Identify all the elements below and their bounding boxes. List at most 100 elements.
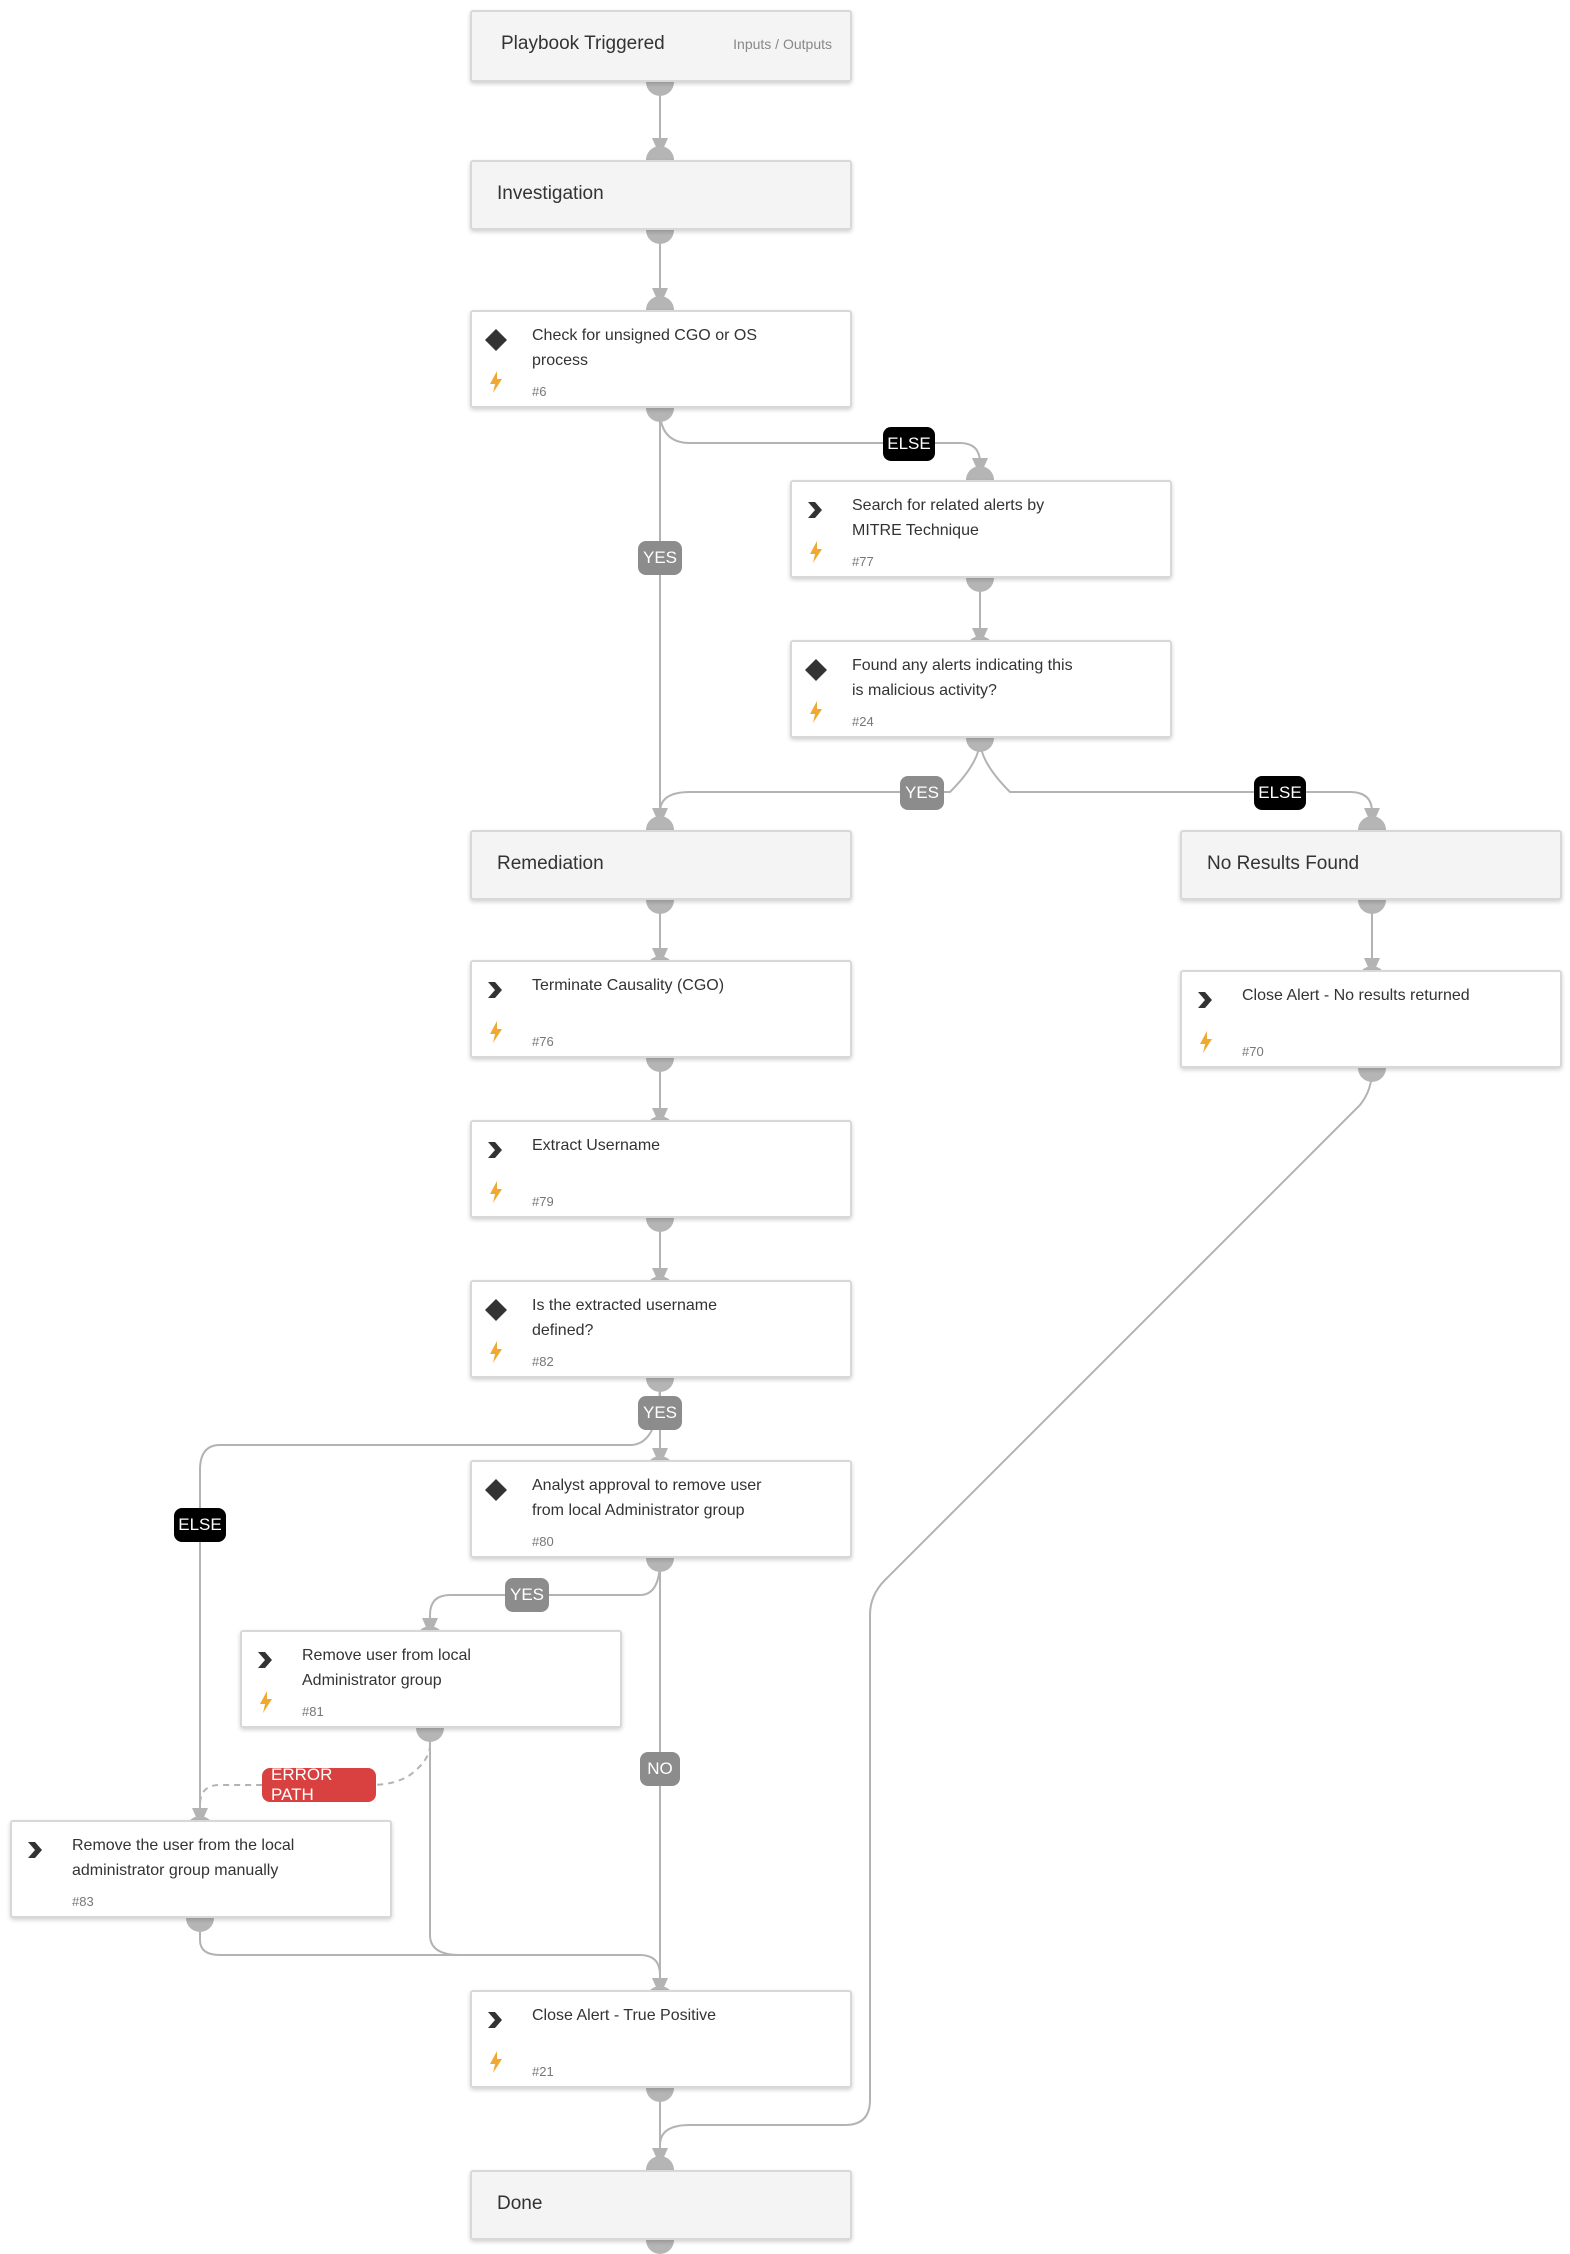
node-title-line-1: Search for related alerts by — [852, 497, 1045, 514]
node-title: Playbook Triggered — [501, 33, 665, 54]
task-number: #21 — [532, 2064, 554, 2079]
task-number: #70 — [1242, 1044, 1264, 1059]
task-number: #83 — [72, 1894, 94, 1909]
lightning-icon — [484, 2050, 508, 2074]
lightning-icon — [804, 540, 828, 564]
edge-label-yes[interactable]: YES — [505, 1578, 549, 1612]
node-title-line-1: Terminate Causality (CGO) — [532, 977, 725, 994]
port-n77-in — [966, 466, 994, 480]
lightning-icon — [804, 700, 828, 724]
port-n76-out — [646, 1058, 674, 1072]
node-found-malicious-alerts[interactable]: Found any alerts indicating this is mali… — [790, 640, 1172, 738]
node-remediation[interactable]: Remediation — [470, 830, 852, 900]
lightning-icon — [484, 1020, 508, 1044]
node-title-line-1: Close Alert - No results returned — [1242, 987, 1470, 1004]
chevron-right-icon — [1194, 988, 1218, 1012]
node-terminate-causality[interactable]: Terminate Causality (CGO) #76 — [470, 960, 852, 1058]
wire-n70-done — [659, 1069, 1373, 2146]
edge-label-yes[interactable]: YES — [638, 541, 682, 575]
edge-label-else[interactable]: ELSE — [883, 427, 935, 461]
node-title-line-1: Found any alerts indicating this — [852, 657, 1073, 674]
lightning-icon — [484, 370, 508, 394]
node-title-line-2: process — [532, 352, 589, 369]
node-investigation[interactable]: Investigation — [470, 160, 852, 230]
wire-n80-n81-yes — [422, 1559, 661, 1636]
node-remove-user-manually[interactable]: Remove the user from the local administr… — [10, 1820, 392, 1918]
task-number: #76 — [532, 1034, 554, 1049]
node-check-unsigned-process[interactable]: Check for unsigned CGO or OS process #6 — [470, 310, 852, 408]
port-n24-out — [966, 738, 994, 752]
node-title-line-2: is malicious activity? — [852, 682, 997, 699]
task-number: #79 — [532, 1194, 554, 1209]
lightning-icon — [254, 1690, 278, 1714]
node-no-results-found[interactable]: No Results Found — [1180, 830, 1562, 900]
port-n21-out — [646, 2088, 674, 2102]
node-remove-user-from-admin-group[interactable]: Remove user from local Administrator gro… — [240, 1630, 622, 1728]
port-noresults-in — [1358, 816, 1386, 830]
node-title-line-2: defined? — [532, 1322, 594, 1339]
lightning-icon — [484, 1340, 508, 1364]
node-title-line-1: Remove user from local — [302, 1647, 471, 1664]
edge-label-error-path[interactable]: ERROR PATH — [262, 1765, 376, 1804]
port-start-out — [646, 82, 674, 96]
wire-n81-n83-error — [199, 1744, 431, 1812]
task-number: #80 — [532, 1534, 554, 1549]
inputs-outputs-link[interactable]: Inputs / Outputs — [733, 36, 832, 52]
chevron-right-icon — [484, 978, 508, 1002]
wire-n24-remediation-yes — [659, 739, 981, 813]
task-number: #81 — [302, 1704, 324, 1719]
node-title-line-2: Administrator group — [302, 1672, 442, 1689]
node-analyst-approval[interactable]: Analyst approval to remove user from loc… — [470, 1460, 852, 1558]
node-title: Done — [497, 2193, 543, 2214]
edge-label-yes[interactable]: YES — [638, 1396, 682, 1430]
node-title-line-1: Check for unsigned CGO or OS — [532, 327, 757, 344]
port-n82-out — [646, 1378, 674, 1392]
edge-label-yes[interactable]: YES — [900, 776, 944, 810]
node-search-related-alerts[interactable]: Search for related alerts by MITRE Techn… — [790, 480, 1172, 578]
edge-label-else[interactable]: ELSE — [1254, 776, 1306, 810]
edge-label-no[interactable]: NO — [640, 1752, 680, 1786]
node-title: No Results Found — [1207, 853, 1360, 874]
node-title-line-2: from local Administrator group — [532, 1502, 745, 1519]
task-number: #6 — [532, 384, 547, 399]
edge-label-else[interactable]: ELSE — [174, 1508, 226, 1542]
port-remediation-out — [646, 900, 674, 914]
task-number: #77 — [852, 554, 874, 569]
task-number: #24 — [852, 714, 874, 729]
port-n6-in — [646, 296, 674, 310]
chevron-right-icon — [484, 2008, 508, 2032]
port-remediation-in — [646, 816, 674, 830]
node-title-line-2: administrator group manually — [72, 1862, 279, 1879]
node-username-defined[interactable]: Is the extracted username defined? #82 — [470, 1280, 852, 1378]
wire-n81-n21 — [429, 1730, 661, 1976]
task-number: #82 — [532, 1354, 554, 1369]
node-title-line-1: Remove the user from the local — [72, 1837, 295, 1854]
node-close-alert-no-results[interactable]: Close Alert - No results returned #70 — [1180, 970, 1562, 1068]
port-investigation-in — [646, 146, 674, 160]
lightning-icon — [484, 1180, 508, 1204]
condition-diamond-icon — [484, 328, 508, 352]
port-n80-out — [646, 1558, 674, 1572]
wire-n6-n77-else — [659, 409, 988, 476]
port-n79-out — [646, 1218, 674, 1232]
wire-n83-n21 — [199, 1920, 640, 1956]
port-n70-out — [1358, 1068, 1386, 1082]
node-playbook-triggered[interactable]: Playbook Triggered Inputs / Outputs — [470, 10, 852, 82]
condition-diamond-icon — [484, 1298, 508, 1322]
port-n77-out — [966, 578, 994, 592]
lightning-icon — [1194, 1030, 1218, 1054]
condition-diamond-icon — [484, 1478, 508, 1502]
node-title-line-1: Analyst approval to remove user — [532, 1477, 762, 1494]
port-noresults-out — [1358, 900, 1386, 914]
node-extract-username[interactable]: Extract Username #79 — [470, 1120, 852, 1218]
port-n83-out — [186, 1918, 214, 1932]
node-title-line-1: Is the extracted username — [532, 1297, 717, 1314]
chevron-right-icon — [484, 1138, 508, 1162]
node-close-alert-true-positive[interactable]: Close Alert - True Positive #21 — [470, 1990, 852, 2088]
node-done[interactable]: Done — [470, 2170, 852, 2240]
node-title-line-1: Extract Username — [532, 1137, 661, 1154]
chevron-right-icon — [804, 498, 828, 522]
node-title: Remediation — [497, 853, 604, 874]
wire-n24-noresults-else — [979, 739, 1380, 826]
